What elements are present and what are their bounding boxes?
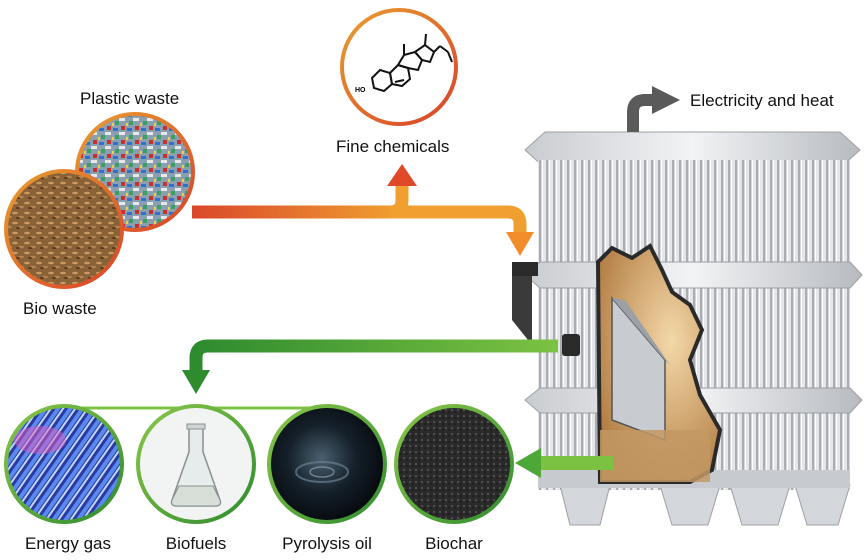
biochar-image xyxy=(394,404,514,524)
flask-icon xyxy=(170,423,222,507)
pyrolysis-oil-label: Pyrolysis oil xyxy=(282,534,372,553)
products-arrow xyxy=(64,339,558,410)
biofuels-label: Biofuels xyxy=(165,534,227,553)
pyrolysis-oil-image xyxy=(267,404,387,524)
electricity-arrow xyxy=(627,86,680,132)
reactor-icon xyxy=(512,131,863,526)
bio-waste-label: Bio waste xyxy=(23,299,97,318)
energy-gas-label: Energy gas xyxy=(25,534,111,553)
fine-chemicals-label: Fine chemicals xyxy=(336,137,450,156)
feed-arrow xyxy=(192,164,534,256)
plastic-waste-label: Plastic waste xyxy=(80,89,180,108)
biochar-arrow xyxy=(515,448,614,478)
electricity-heat-label: Electricity and heat xyxy=(690,91,834,110)
bio-waste-image xyxy=(4,169,124,289)
molecule-icon: HO xyxy=(340,8,458,126)
biochar-label: Biochar xyxy=(425,534,483,553)
energy-gas-image xyxy=(4,404,124,524)
molecule-label: HO xyxy=(355,87,366,94)
biofuels-image xyxy=(136,404,256,524)
